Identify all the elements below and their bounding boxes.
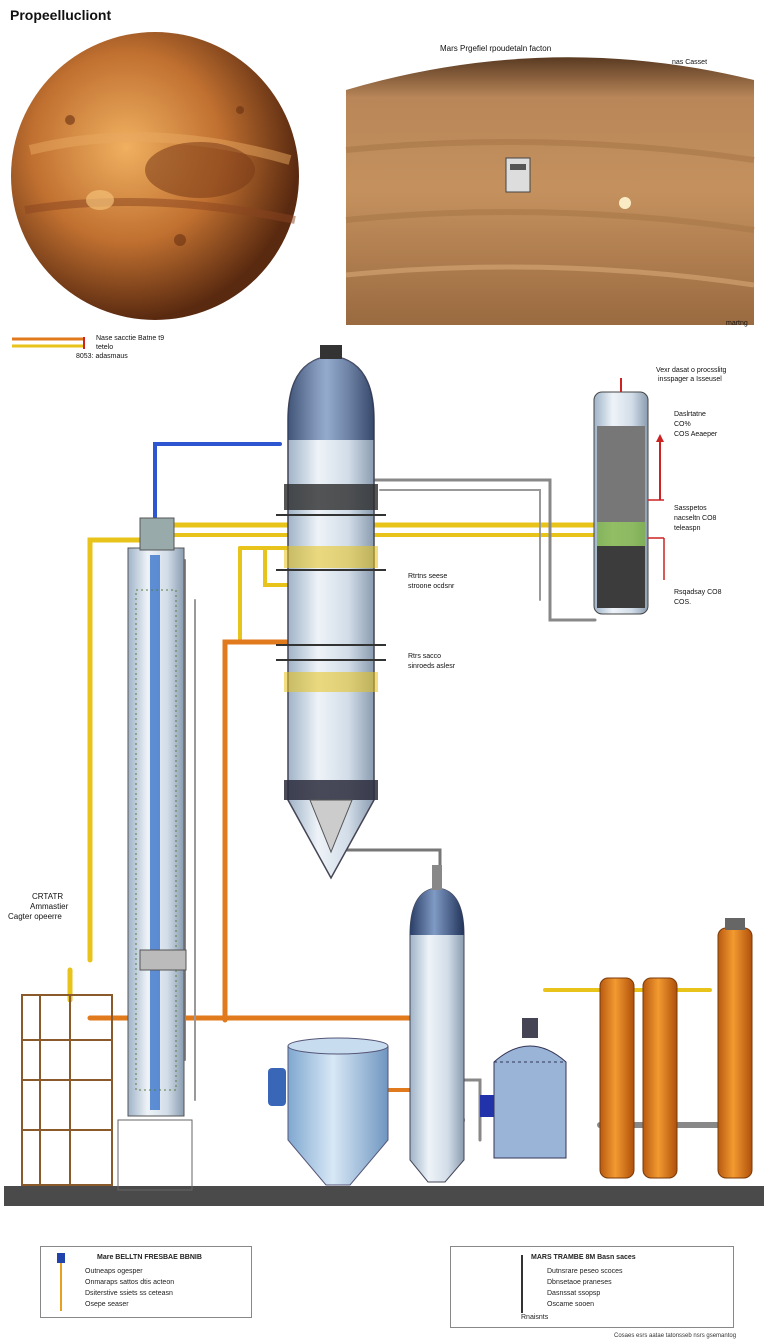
main-reactor [276,345,386,880]
left-label-2: Ammastier [30,902,69,911]
key-label-2: tetelo [96,344,114,351]
left-label-3: Cagter opeerre [8,912,62,921]
legend-right-item: Oscame sooen [547,1301,595,1308]
ground-slab [4,1186,764,1206]
mars-site-caption: Mars Prgefiel rpoudetaln facton [440,44,552,53]
legend-right-item: Dbnsetaoe praneses [547,1279,612,1286]
water-tank [268,1037,389,1186]
mars-planet [11,32,299,320]
reactor-lower-label-2: sinroeds aslesr [408,663,456,670]
reactor-lower-label-1: Rtrs sacco [408,653,442,660]
left-label-1: CRTATR [32,892,64,901]
key-label-1: Nase sacctie Batne t9 [96,335,165,342]
legend-left-item: Onmaraps sattos dtis acteon [85,1279,175,1286]
middle-tank [409,865,465,1183]
legend-right-header: MARS TRAMBE 8M Basn saces [531,1254,636,1261]
separator-label-2: nacseltn CO8 [674,515,717,522]
vapor-label-2: insspager a Isseusel [658,376,722,383]
legend-stem-icon [60,1263,62,1311]
condenser-label-2: CO% [674,421,691,428]
orange-tanks [599,918,753,1179]
separator-label-1: Sasspetos [674,505,707,512]
legend-left-item: Outneaps ogesper [85,1268,143,1275]
footer-text: Cosaes esrs aatae tatonsseb nsrs gsemant… [614,1333,737,1339]
condenser-column [593,378,665,615]
legend-right-item: Dutnsrare peseo scoces [547,1268,623,1275]
condenser-label-3: COS Aeaeper [674,431,718,438]
key-label-3: 8053: adasmaus [76,353,128,360]
terrain-panel [345,57,755,325]
separator-label-3: teleaspn [674,525,701,532]
residue-label-2: COS. [674,599,692,606]
legend-left-item: Dsiterstive ssiets ss ceteasn [85,1290,173,1297]
legend-swatch-icon [57,1253,65,1263]
legend-left-header: Mare BELLTN FRESBAE BBNIB [97,1254,202,1261]
left-column [117,517,193,1191]
pipe-network [67,442,723,1165]
vapor-label-1: Vexr dasat o procsslitg [656,367,727,374]
legend-left: Mare BELLTN FRESBAE BBNIB Outneaps ogesp… [40,1246,252,1318]
mars-site-label-bottom: martng [726,320,748,327]
scaffold [21,994,113,1186]
key-swatch [12,337,85,349]
page-title: Propeellucliont [10,7,112,23]
legend-stem-icon [521,1255,523,1313]
condenser-label-1: Daslrtatne [674,411,706,418]
legend-left-item: Osepe seaser [85,1301,129,1308]
blue-reactor [480,1018,567,1159]
residue-label-1: Rsqadsay CO8 [674,589,722,596]
legend-right-item: Dasnssat ssopsp [547,1290,601,1297]
legend-right: MARS TRAMBE 8M Basn saces Dutnsrare pese… [450,1246,734,1328]
reactor-upper-label-2: stroone ocdsnr [408,583,455,590]
mars-site-label-top: nas Casset [672,59,708,66]
legend-right-footer: Rnaisnts [521,1314,549,1321]
reactor-upper-label-1: Rtrtns seese [408,573,448,580]
